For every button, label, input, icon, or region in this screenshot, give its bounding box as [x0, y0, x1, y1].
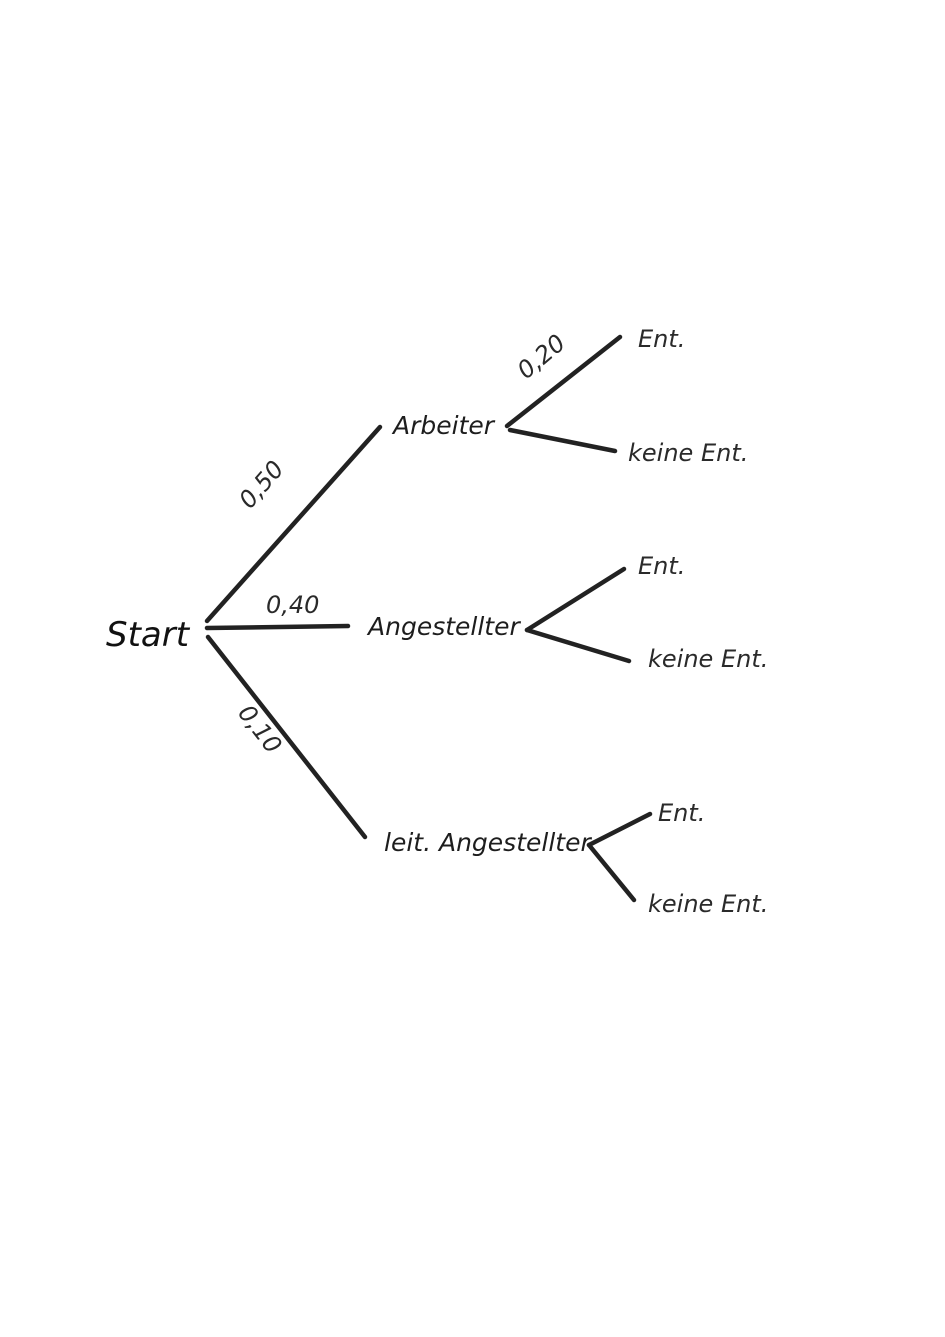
- branch-start-angestellter: [204, 623, 351, 631]
- leaf-leit-angestellter-ent: Ent.: [658, 799, 705, 827]
- leaf-arbeiter-keine-ent: keine Ent.: [628, 439, 748, 467]
- branch-start-leit-angestellter: [205, 634, 368, 840]
- node-angestellter: Angestellter: [366, 612, 521, 641]
- branch-start-arbeiter: [204, 424, 383, 624]
- branch-arbeiter-keine-ent: [507, 427, 618, 454]
- branch-leit-angestellter-keine-ent: [586, 842, 637, 903]
- leaf-arbeiter-ent: Ent.: [638, 325, 685, 353]
- branch-angestellter-keine-ent: [524, 627, 632, 664]
- leaf-leit-angestellter-keine-ent: keine Ent.: [648, 890, 768, 918]
- prob-start-angestellter: 0,40: [266, 591, 319, 619]
- branch-leit-angestellter-ent: [586, 811, 653, 848]
- branch-arbeiter-ent: [504, 334, 623, 429]
- leaf-angestellter-keine-ent: keine Ent.: [648, 645, 768, 673]
- prob-arbeiter-ent: 0,20: [512, 329, 571, 385]
- branch-angestellter-ent: [524, 566, 627, 633]
- node-start: Start: [106, 615, 191, 655]
- node-leit-angestellter: leit. Angestellter: [384, 828, 592, 857]
- leaf-angestellter-ent: Ent.: [638, 552, 685, 580]
- prob-start-arbeiter: 0,50: [233, 455, 289, 514]
- node-arbeiter: Arbeiter: [391, 411, 496, 440]
